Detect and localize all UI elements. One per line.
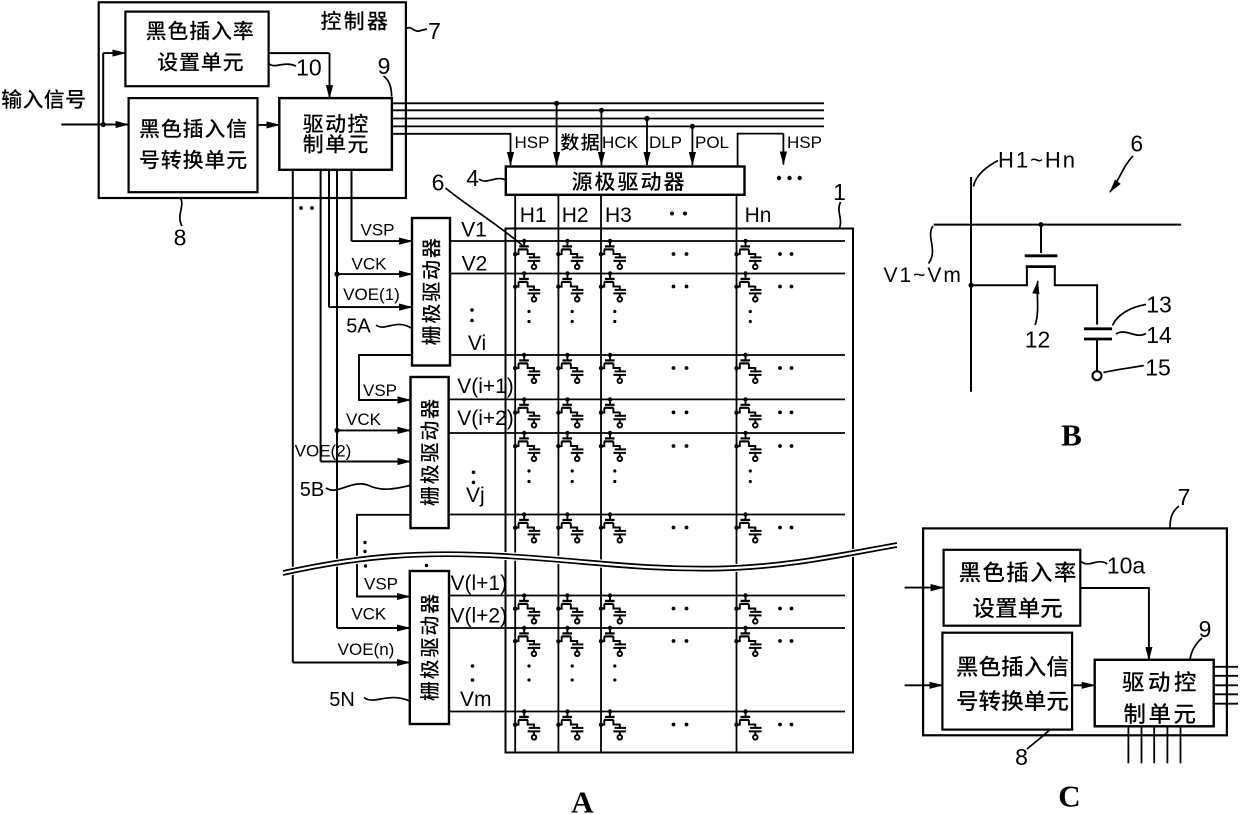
svg-text:12: 12	[1025, 327, 1051, 353]
svg-text:5A: 5A	[346, 316, 371, 338]
svg-text:V(i+1): V(i+1)	[457, 375, 514, 398]
svg-text:14: 14	[1146, 322, 1172, 348]
svg-text:V(l+2): V(l+2)	[450, 605, 507, 628]
svg-text:5B: 5B	[300, 479, 324, 501]
svg-text:A: A	[571, 785, 594, 814]
svg-text:8: 8	[1015, 744, 1028, 770]
svg-text:5N: 5N	[329, 689, 355, 711]
svg-text:10: 10	[296, 55, 322, 81]
svg-text:POL: POL	[695, 133, 729, 152]
svg-text:6: 6	[432, 170, 445, 196]
svg-text:H2: H2	[562, 204, 589, 227]
svg-text:HSP: HSP	[787, 133, 822, 152]
svg-text:H1: H1	[520, 204, 547, 227]
svg-text:VOE(2): VOE(2)	[295, 441, 352, 460]
svg-text:H1~Hn: H1~Hn	[998, 148, 1077, 173]
svg-text:Vm: Vm	[460, 688, 492, 711]
svg-text:V1: V1	[461, 219, 487, 242]
svg-text:10a: 10a	[1107, 553, 1146, 579]
svg-text:Vi: Vi	[468, 332, 486, 355]
svg-text:13: 13	[1146, 291, 1172, 317]
svg-text:VOE(n): VOE(n)	[338, 640, 395, 659]
svg-text:8: 8	[174, 224, 187, 250]
svg-text:6: 6	[1130, 131, 1143, 157]
svg-text:C: C	[1058, 779, 1080, 814]
svg-text:Vj: Vj	[466, 484, 485, 507]
svg-text:VCK: VCK	[352, 254, 388, 273]
svg-text:7: 7	[428, 18, 441, 44]
svg-text:VSP: VSP	[364, 575, 398, 594]
svg-text:7: 7	[1178, 484, 1191, 510]
svg-text:4: 4	[466, 165, 479, 191]
svg-text:HCK: HCK	[602, 133, 639, 152]
svg-text:HSP: HSP	[515, 133, 550, 152]
svg-text:VSP: VSP	[360, 221, 394, 240]
svg-text:V(i+2): V(i+2)	[457, 407, 514, 430]
svg-text:9: 9	[1199, 616, 1212, 642]
svg-text:VSP: VSP	[363, 381, 397, 400]
svg-text:1: 1	[833, 179, 846, 205]
svg-text:VCK: VCK	[351, 604, 387, 623]
svg-text:9: 9	[378, 53, 391, 79]
svg-text:B: B	[1061, 418, 1082, 453]
svg-text:VOE(1): VOE(1)	[343, 285, 400, 304]
svg-text:H3: H3	[605, 204, 632, 227]
svg-text:VCK: VCK	[346, 410, 382, 429]
svg-text:V1~Vm: V1~Vm	[883, 264, 962, 287]
svg-text:15: 15	[1145, 355, 1171, 381]
svg-text:Hn: Hn	[745, 204, 772, 227]
svg-text:V(l+1): V(l+1)	[450, 572, 507, 595]
svg-text:V2: V2	[462, 253, 488, 276]
svg-text:DLP: DLP	[649, 133, 682, 152]
